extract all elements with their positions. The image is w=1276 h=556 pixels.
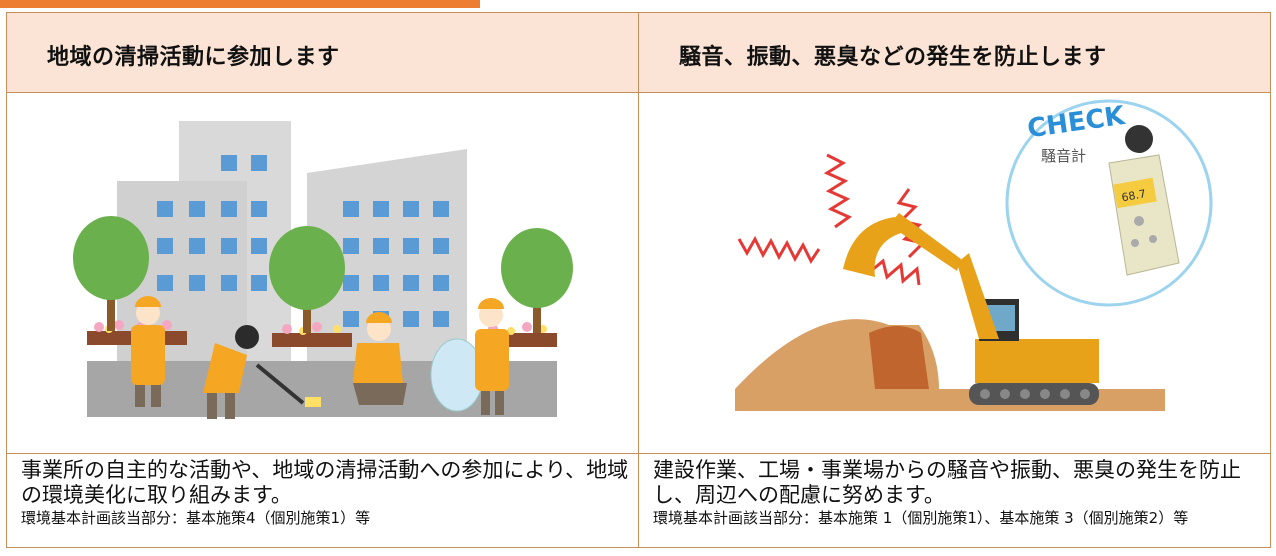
desc-cell-noise: 建設作業、工場・事業場からの騒音や振動、悪臭の発生を防止し、周辺への配慮に努めま… <box>638 453 1271 548</box>
excavator-noise-meter-illustration: CHECK 騒音計 68.7 <box>735 99 1213 411</box>
excavator <box>843 213 1099 405</box>
meter-label: 騒音計 <box>1041 147 1086 165</box>
plan-reference-cleanup: 環境基本計画該当部分：基本施策4（個別施策1）等 <box>21 509 371 527</box>
header-cell-cleanup: 地域の清掃活動に参加します <box>6 12 639 93</box>
header-noise: 騒音、振動、悪臭などの発生を防止します <box>679 45 1107 70</box>
image-cell-noise: CHECK 騒音計 68.7 <box>638 92 1271 454</box>
dirt-cut <box>869 326 929 389</box>
meter-reading: 68.7 <box>1121 187 1147 204</box>
sound-level-meter: 68.7 <box>1108 125 1180 276</box>
image-cell-cleanup <box>6 92 639 454</box>
header-cleanup: 地域の清掃活動に参加します <box>47 45 340 70</box>
community-cleanup-illustration <box>73 121 573 419</box>
trees <box>73 216 573 333</box>
worker-crouching <box>353 312 407 405</box>
ground-strip <box>735 389 1165 411</box>
worker-with-bag <box>430 298 509 415</box>
worker-standing <box>131 296 165 407</box>
plan-reference-noise: 環境基本計画該当部分：基本施策 1（個別施策1）、基本施策 3（個別施策2）等 <box>653 509 1189 527</box>
building-windows <box>157 155 449 327</box>
desc-cell-cleanup: 事業所の自主的な活動や、地域の清掃活動への参加により、地域の環境美化に取り組みま… <box>6 453 639 548</box>
top-accent-bar <box>0 0 480 8</box>
measures-table: 地域の清掃活動に参加します 騒音、振動、悪臭などの発生を防止します <box>6 12 1271 548</box>
flower-planters <box>87 320 557 347</box>
header-cell-noise: 騒音、振動、悪臭などの発生を防止します <box>638 12 1271 93</box>
worker-bending <box>203 325 321 419</box>
description-cleanup: 事業所の自主的な活動や、地域の清掃活動への参加により、地域の環境美化に取り組みま… <box>21 458 629 507</box>
description-noise: 建設作業、工場・事業場からの騒音や振動、悪臭の発生を防止し、周辺への配慮に努めま… <box>653 458 1241 507</box>
